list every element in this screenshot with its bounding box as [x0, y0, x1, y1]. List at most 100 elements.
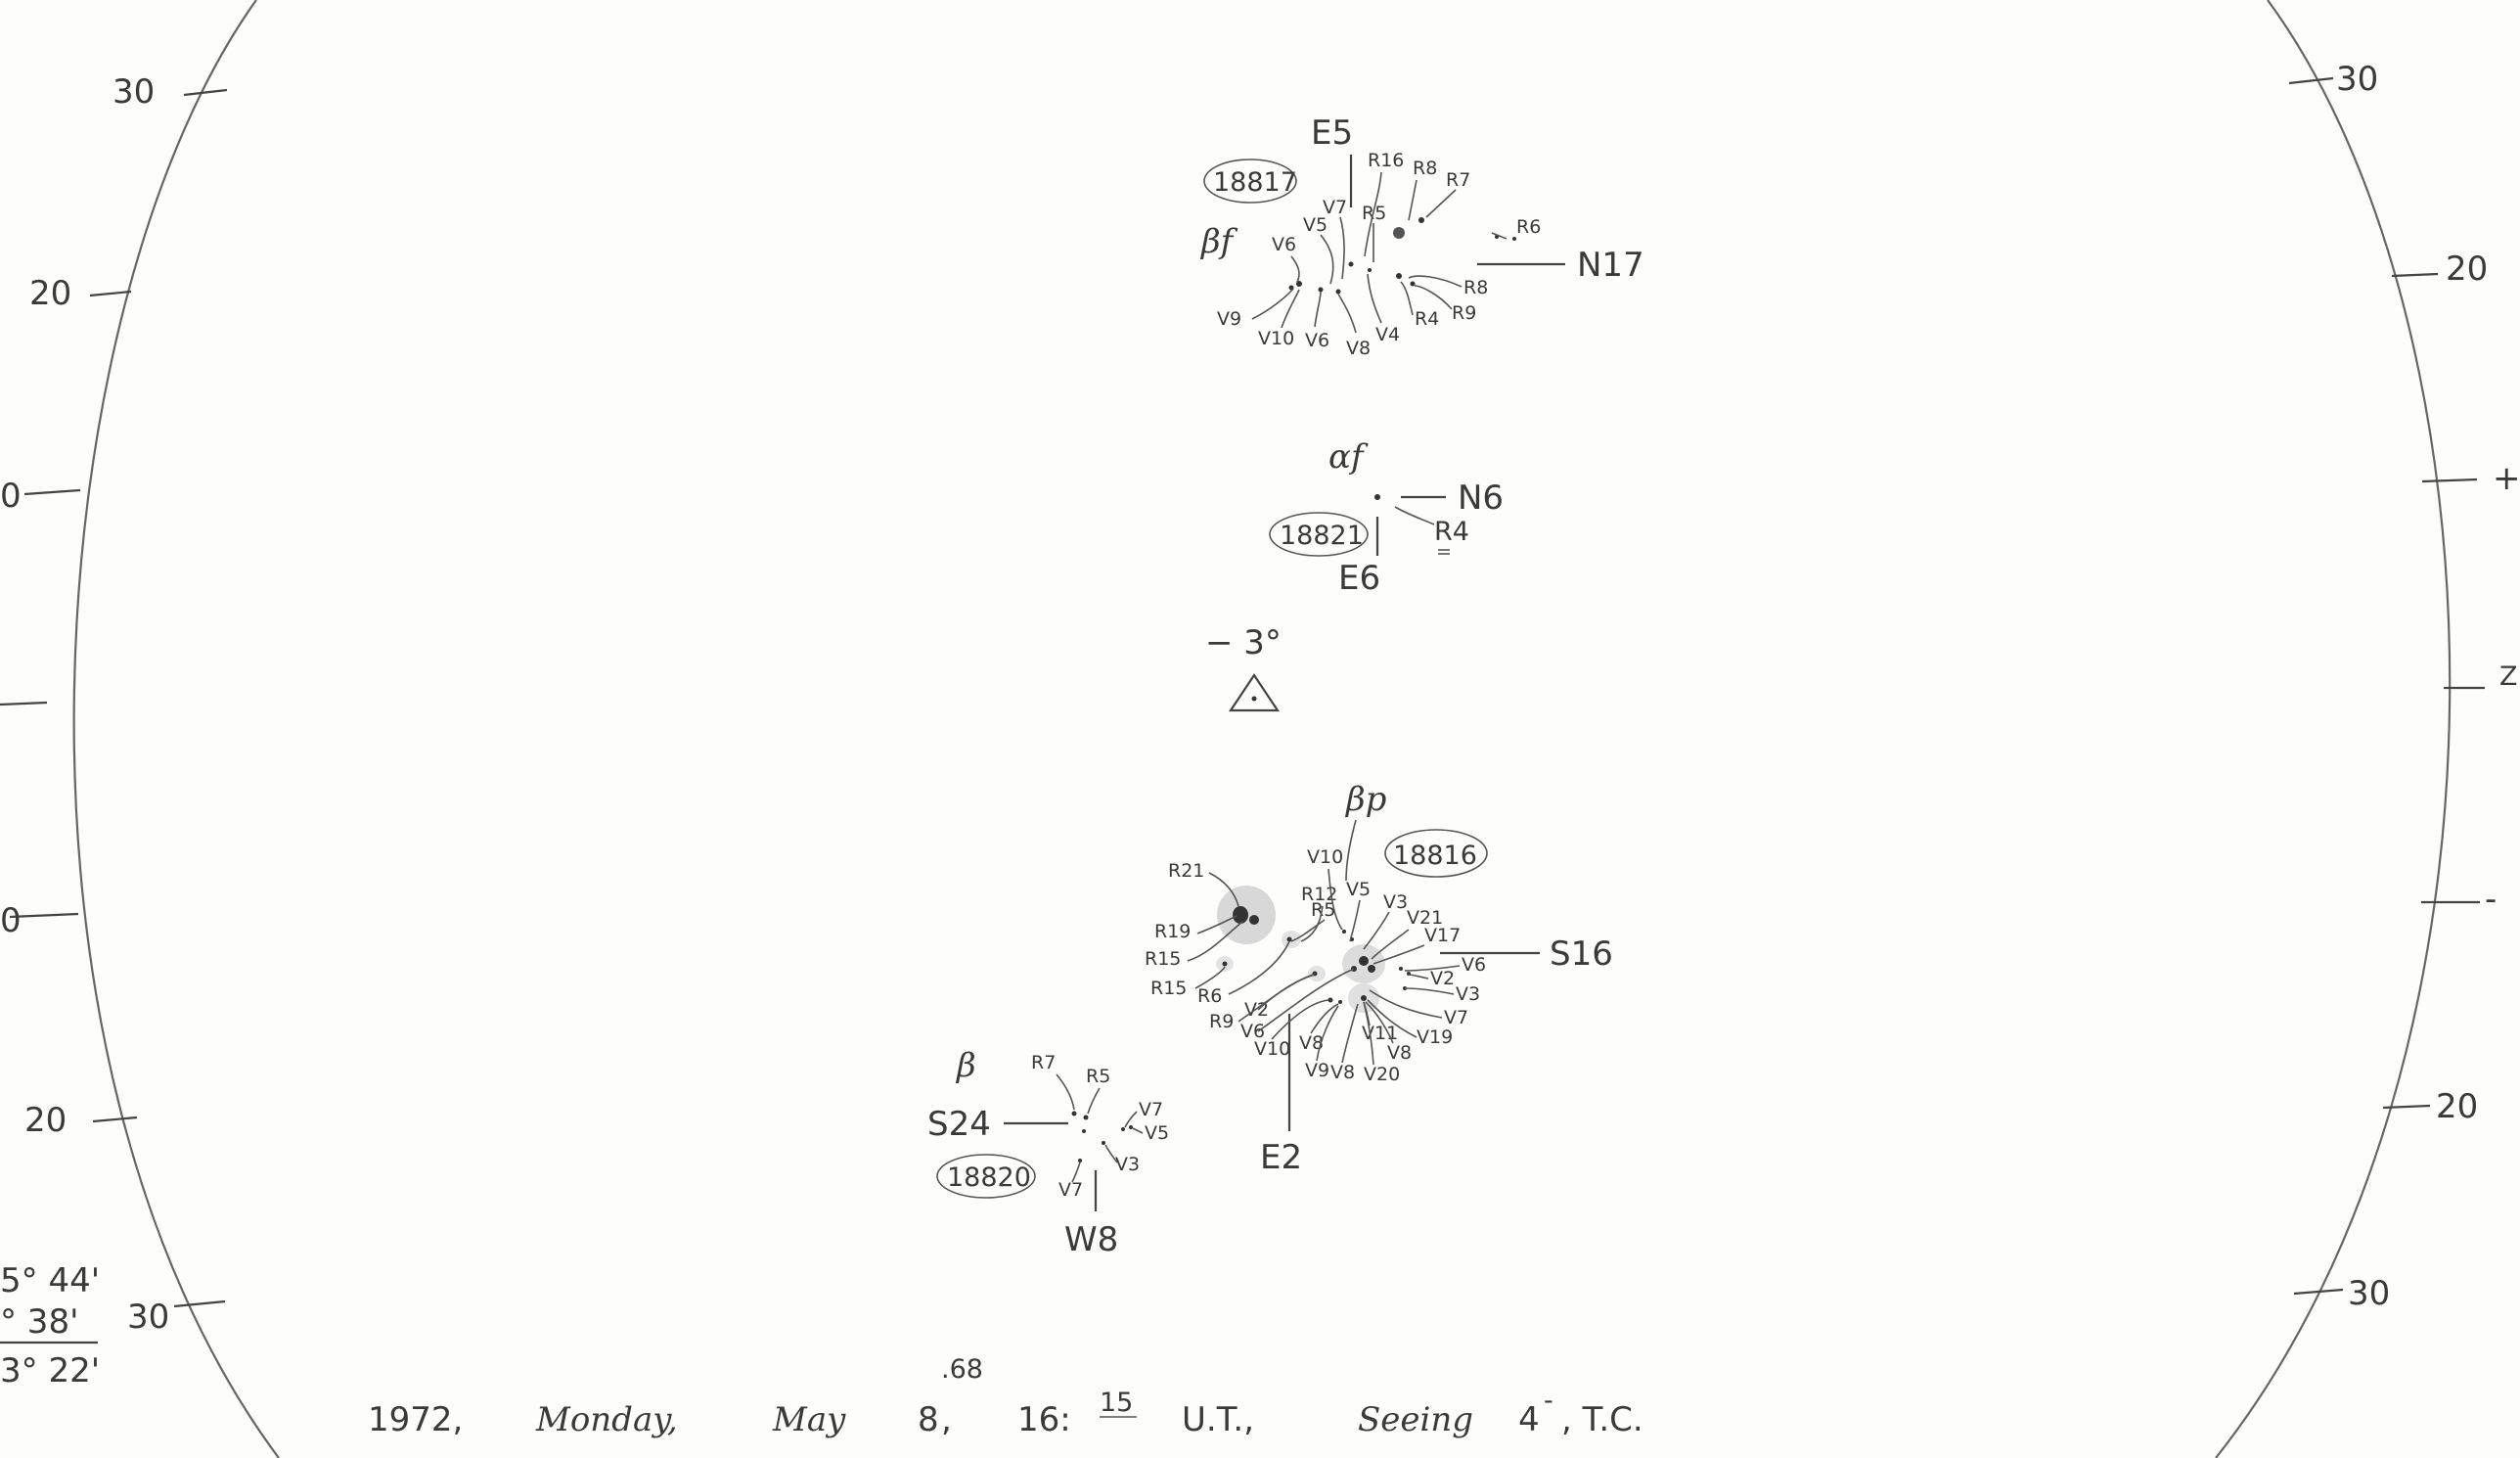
svg-text:20: 20: [24, 1101, 67, 1140]
svg-text:V5: V5: [1346, 879, 1371, 900]
svg-text:V20: V20: [1364, 1064, 1400, 1085]
group-number: 18821: [1280, 521, 1364, 551]
svg-text:V8: V8: [1299, 1032, 1324, 1054]
solar-limb-right: [2215, 0, 2452, 1458]
svg-text:° 38': ° 38': [0, 1302, 78, 1342]
extent-right: S16: [1550, 934, 1613, 974]
svg-text:V9: V9: [1217, 308, 1241, 330]
group-18817: 18817 βf E5 N17 R16 R8 R7 R5 R6 V7 V5 V6…: [1199, 114, 1644, 359]
svg-text:3° 22': 3° 22': [0, 1351, 100, 1390]
svg-text:V3: V3: [1115, 1154, 1140, 1175]
svg-text:R7: R7: [1031, 1052, 1056, 1073]
svg-text:V19: V19: [1417, 1026, 1453, 1048]
group-number: 18816: [1393, 841, 1477, 871]
svg-text:V7: V7: [1323, 197, 1347, 218]
svg-text:,: ,: [941, 1400, 952, 1439]
svg-text:R7: R7: [1446, 169, 1470, 191]
svg-text:U.T.,: U.T.,: [1182, 1400, 1254, 1439]
edge-right-text: Z: [2499, 661, 2518, 692]
svg-text:.68: .68: [941, 1354, 983, 1385]
svg-text:V6: V6: [1272, 234, 1296, 255]
svg-text:R9: R9: [1452, 302, 1476, 324]
extent-bottom: E2: [1260, 1138, 1302, 1177]
center-mark: − 3°: [1205, 623, 1282, 712]
svg-text:R9: R9: [1209, 1011, 1234, 1032]
svg-text:V3: V3: [1456, 983, 1480, 1005]
svg-text:R15: R15: [1145, 948, 1181, 970]
svg-text:20: 20: [2436, 1087, 2478, 1126]
svg-text:20: 20: [29, 274, 71, 313]
svg-text:R5: R5: [1311, 899, 1335, 921]
spot-label: R4: [1434, 517, 1469, 547]
svg-text:Monday,: Monday,: [535, 1400, 678, 1439]
svg-text:V17: V17: [1424, 925, 1461, 946]
svg-text:V8: V8: [1387, 1042, 1412, 1064]
svg-text:V2: V2: [1430, 968, 1455, 989]
svg-text:16:: 16:: [1017, 1400, 1071, 1439]
svg-text:V6: V6: [1462, 954, 1486, 976]
svg-text:30: 30: [2348, 1274, 2390, 1313]
corner-note: 5° 44' ° 38' 3° 22': [0, 1261, 100, 1390]
svg-text:V10: V10: [1307, 846, 1343, 868]
svg-text:-: -: [1544, 1386, 1553, 1416]
group-18821: αf N6 R4 18821 E6: [1269, 437, 1504, 598]
svg-text:V6: V6: [1305, 330, 1329, 351]
svg-text:V7: V7: [1444, 1007, 1468, 1028]
svg-text:5° 44': 5° 44': [0, 1261, 100, 1300]
svg-text:V5: V5: [1145, 1122, 1169, 1144]
svg-text:R15: R15: [1150, 978, 1187, 999]
group-18816: βp 18816 S16 E2 R21 V10 R12 V5 V3 R5 V21: [1145, 780, 1613, 1177]
group-number: 18817: [1213, 167, 1297, 198]
group-class: αf: [1328, 437, 1369, 477]
extent-bottom: E6: [1338, 559, 1380, 598]
group-class: β: [955, 1046, 976, 1085]
left-scale: 30 20 0 0 20 30: [0, 72, 228, 1337]
svg-text:R6: R6: [1197, 985, 1222, 1007]
svg-text:R12: R12: [1301, 884, 1337, 905]
solar-limb-left: [72, 0, 280, 1458]
svg-text:May: May: [772, 1400, 846, 1439]
svg-text:R5: R5: [1086, 1066, 1110, 1087]
svg-text:Seeing: Seeing: [1358, 1400, 1473, 1439]
svg-text:V8: V8: [1346, 338, 1371, 359]
svg-text:− 3°: − 3°: [1205, 623, 1282, 662]
svg-text:, T.C.: , T.C.: [1561, 1400, 1643, 1439]
svg-text:8: 8: [918, 1400, 939, 1439]
svg-text:30: 30: [112, 72, 155, 112]
group-class: βp: [1344, 780, 1386, 819]
right-scale: 30 20 + - 20 30 Z: [2288, 60, 2520, 1313]
extent-bottom: W8: [1064, 1220, 1118, 1259]
extent-left: S24: [927, 1105, 991, 1144]
svg-text:V3: V3: [1383, 891, 1408, 913]
svg-text:V4: V4: [1375, 324, 1400, 345]
svg-text:+: +: [2493, 459, 2520, 498]
svg-text:R19: R19: [1154, 921, 1191, 942]
svg-text:R16: R16: [1368, 150, 1404, 171]
svg-text:V6: V6: [1240, 1021, 1265, 1042]
svg-text:R8: R8: [1413, 158, 1437, 179]
svg-text:15: 15: [1100, 1388, 1133, 1418]
footer-caption: 1972, Monday, May 8 .68 , 16: 15 U.T., S…: [368, 1354, 1643, 1439]
svg-text:-: -: [2485, 880, 2497, 919]
svg-text:0: 0: [0, 477, 22, 516]
extent-top: E5: [1311, 114, 1353, 153]
group-18820: β S24 18820 R7 R5 V7 V5 V3 V7 W8: [927, 1046, 1169, 1259]
svg-text:V5: V5: [1303, 214, 1328, 236]
svg-text:30: 30: [127, 1298, 169, 1337]
svg-text:R6: R6: [1516, 216, 1541, 238]
svg-text:20: 20: [2446, 250, 2488, 289]
group-number: 18820: [947, 1162, 1031, 1193]
extent-right: N6: [1458, 478, 1504, 518]
svg-text:V8: V8: [1330, 1062, 1355, 1083]
svg-text:R5: R5: [1362, 203, 1386, 224]
svg-text:R8: R8: [1463, 277, 1488, 298]
svg-text:V10: V10: [1258, 328, 1294, 349]
svg-text:V7: V7: [1139, 1099, 1163, 1120]
svg-text:30: 30: [2336, 60, 2378, 99]
svg-text:R21: R21: [1168, 860, 1204, 882]
svg-text:4: 4: [1518, 1400, 1540, 1439]
svg-text:V10: V10: [1254, 1038, 1290, 1060]
svg-text:V7: V7: [1058, 1179, 1083, 1201]
svg-text:V9: V9: [1305, 1060, 1329, 1081]
svg-text:0: 0: [0, 901, 22, 940]
